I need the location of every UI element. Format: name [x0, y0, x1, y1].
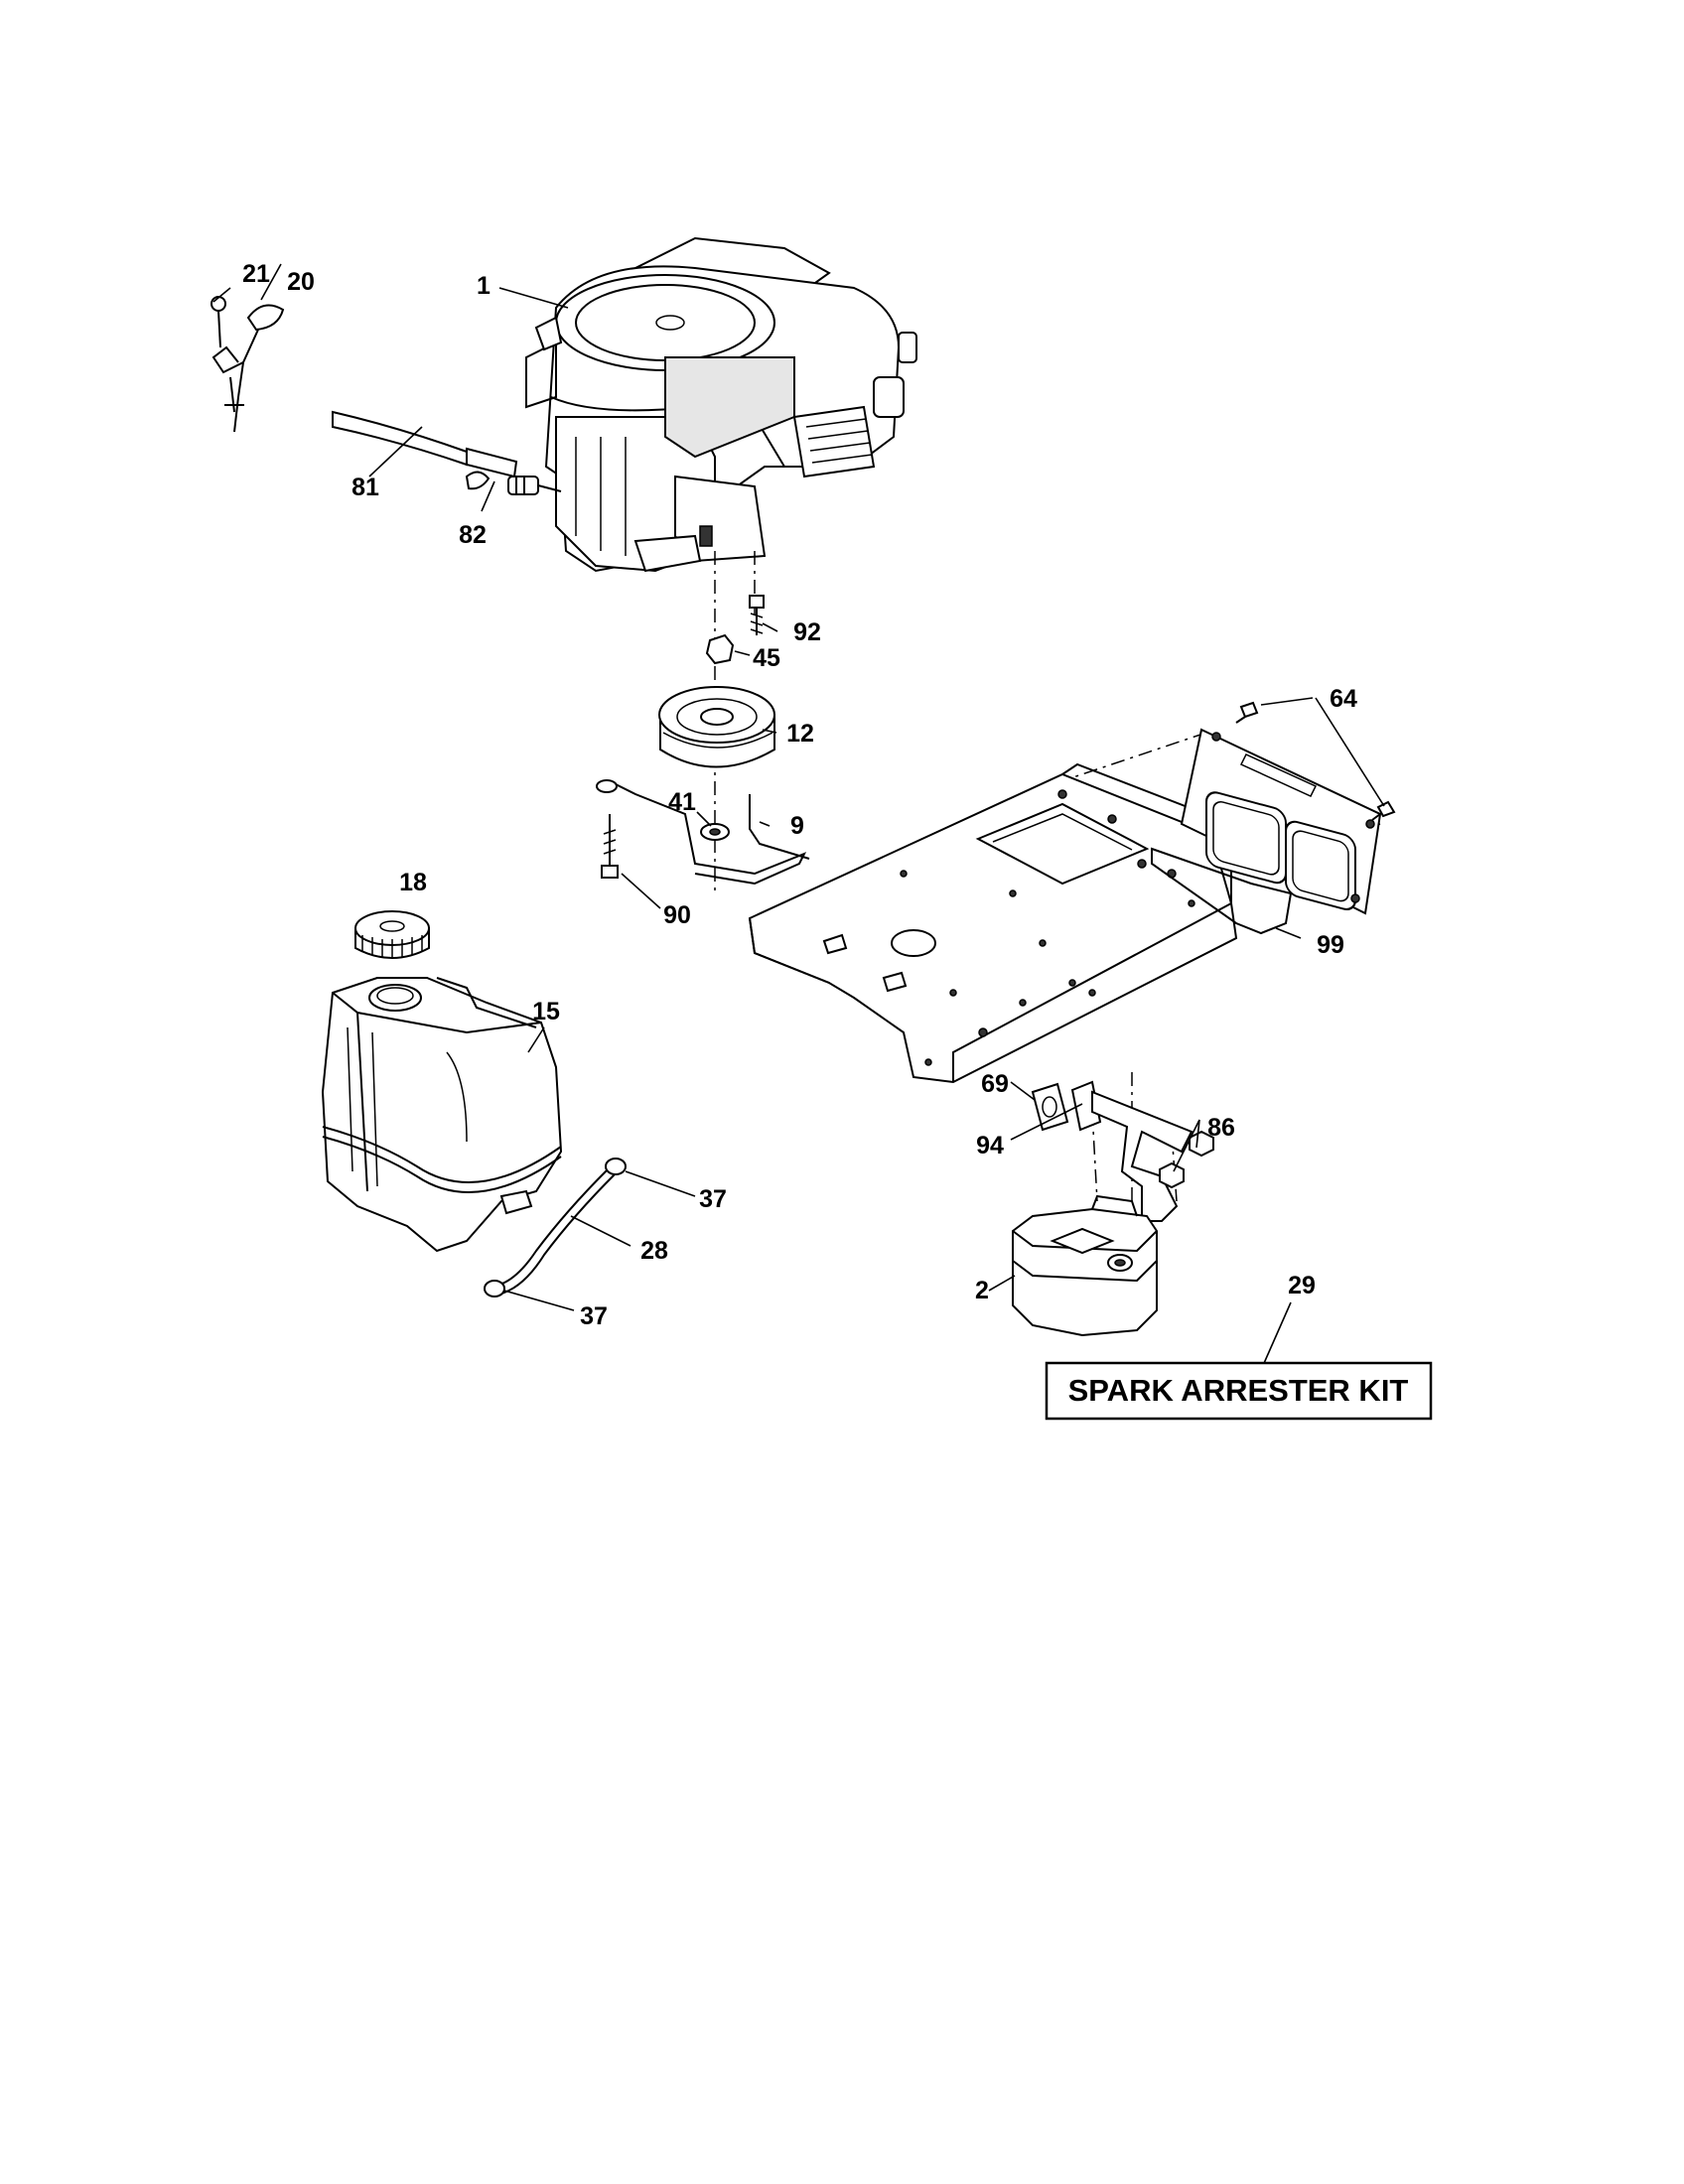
callout-18: 18: [399, 869, 427, 896]
callout-92: 92: [793, 618, 821, 646]
callout-64: 64: [1330, 685, 1357, 713]
leader-lines: [212, 263, 1385, 1371]
callout-81: 81: [351, 474, 379, 501]
callout-15: 15: [532, 998, 560, 1025]
callout-90: 90: [663, 901, 691, 929]
callout-94: 94: [976, 1132, 1004, 1160]
callout-29: 29: [1288, 1272, 1316, 1299]
frame-plate: [748, 762, 1238, 1084]
spark-arrester-kit-box: SPARK ARRESTER KIT: [1045, 1361, 1433, 1421]
engine-illustration: [525, 236, 917, 573]
callout-9: 9: [790, 812, 804, 840]
nut-45: [705, 633, 735, 665]
fuel-line-81: [332, 410, 518, 478]
callout-82: 82: [459, 521, 487, 549]
callout-12: 12: [786, 720, 814, 748]
muffler-2: [1012, 1194, 1158, 1337]
callout-1: 1: [477, 272, 491, 300]
dipstick-assembly: [210, 296, 285, 433]
spark-arrester-kit-label: SPARK ARRESTER KIT: [1068, 1373, 1409, 1408]
gasket-69: [1031, 1082, 1069, 1132]
callout-99: 99: [1317, 931, 1344, 959]
bolt-90: [601, 814, 619, 879]
pulley-12: [658, 686, 775, 768]
bolt-92: [749, 595, 765, 635]
nut-86: [1159, 1130, 1214, 1189]
screw-64: [1235, 701, 1396, 821]
callout-69: 69: [981, 1070, 1009, 1098]
grille-99: [1151, 728, 1382, 935]
fuel-tank-15: [321, 977, 563, 1253]
fuel-cap-18: [354, 910, 430, 959]
callout-45: 45: [753, 644, 780, 672]
callout-37-upper: 37: [699, 1185, 727, 1213]
callout-86: 86: [1207, 1114, 1235, 1142]
callout-21: 21: [242, 260, 270, 288]
clamp-37-upper: [605, 1158, 627, 1175]
washer-41: [700, 823, 730, 841]
callout-37-lower: 37: [580, 1302, 608, 1330]
rod-9: [596, 779, 810, 886]
callout-20: 20: [287, 268, 315, 296]
callout-28: 28: [640, 1237, 668, 1265]
callout-2: 2: [975, 1277, 989, 1304]
fuel-line-28: [495, 1168, 617, 1295]
callout-41: 41: [668, 788, 696, 816]
exhaust-pipe-94: [1070, 1080, 1193, 1222]
fuel-fitting-82: [465, 471, 562, 495]
clamp-37-lower: [484, 1280, 505, 1297]
